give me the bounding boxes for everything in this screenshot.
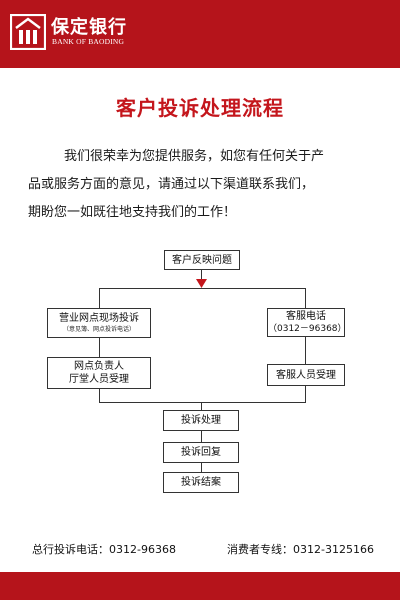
connector <box>201 430 202 442</box>
connector <box>99 402 306 403</box>
left-branch-channel-box: 营业网点现场投诉 （意见簿、网点投诉电话） <box>47 308 151 338</box>
connector <box>305 336 306 364</box>
flow-step-close-box: 投诉结案 <box>163 472 239 493</box>
page-title: 客户投诉处理流程 <box>116 96 284 120</box>
connector <box>99 337 100 357</box>
bank-logo-icon <box>10 14 46 50</box>
intro-line-3: 期盼您一如既往地支持我们的工作！ <box>28 205 237 220</box>
connector <box>201 269 202 282</box>
right-branch-channel-box: 客服电话 （0312－96368） <box>267 308 347 337</box>
intro-line-1: 我们很荣幸为您提供服务，如您有任何关于产 <box>64 149 325 164</box>
arrow-down-icon <box>196 279 207 288</box>
left-branch-handler-box: 网点负责人 厅堂人员受理 <box>47 357 151 389</box>
flow-step-label: 投诉结案 <box>181 477 221 488</box>
connector <box>99 288 305 289</box>
right-channel-subtitle: （0312－96368） <box>268 323 347 334</box>
connector <box>305 288 306 309</box>
connector <box>201 462 202 472</box>
footer-bar <box>0 572 400 600</box>
connector <box>99 388 100 402</box>
flow-step-label: 投诉处理 <box>181 415 221 426</box>
left-handler-line-2: 厅堂人员受理 <box>69 374 129 385</box>
right-branch-handler-box: 客服人员受理 <box>267 364 345 386</box>
connector <box>201 402 202 410</box>
logo-english-name: BANK OF BAODING <box>52 37 125 46</box>
intro-paragraph: 我们很荣幸为您提供服务，如您有任何关于产 品或服务方面的意见，请通过以下渠道联系… <box>28 143 364 227</box>
header-bar: 保定银行 BANK OF BAODING <box>0 0 400 68</box>
left-handler-line-1: 网点负责人 <box>74 361 124 372</box>
flow-start-box: 客户反映问题 <box>164 250 240 270</box>
logo-chinese-name: 保定银行 <box>51 17 127 38</box>
connector <box>99 288 100 309</box>
flow-step-label: 投诉回复 <box>181 447 221 458</box>
intro-line-2: 品或服务方面的意见，请通过以下渠道联系我们， <box>28 177 315 192</box>
consumer-hotline: 消费者专线：0312-3125166 <box>227 543 374 556</box>
connector <box>305 385 306 402</box>
flow-step-handle-box: 投诉处理 <box>163 410 239 431</box>
flow-step-reply-box: 投诉回复 <box>163 442 239 463</box>
right-handler-label: 客服人员受理 <box>276 369 336 381</box>
flow-start-label: 客户反映问题 <box>172 254 232 266</box>
left-channel-title: 营业网点现场投诉 <box>59 313 139 324</box>
right-channel-title: 客服电话 <box>286 310 326 322</box>
head-office-hotline: 总行投诉电话：0312-96368 <box>32 543 176 556</box>
left-channel-subtitle: （意见簿、网点投诉电话） <box>62 326 135 333</box>
